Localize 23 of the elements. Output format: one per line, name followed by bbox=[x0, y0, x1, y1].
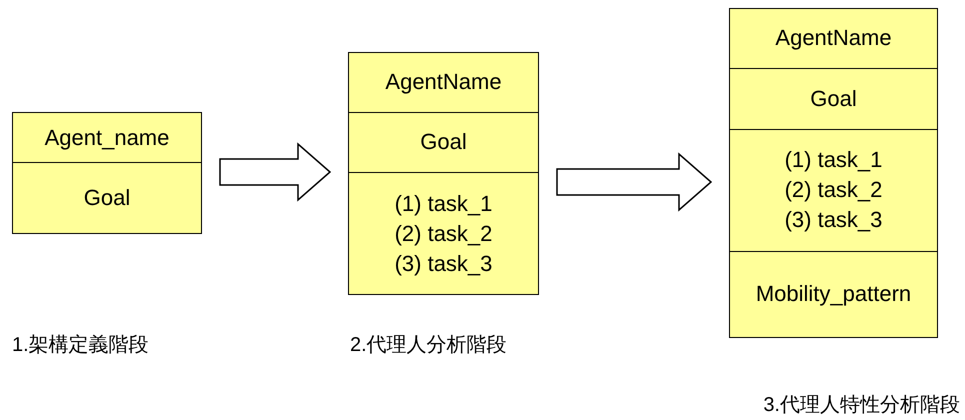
block-arrow bbox=[556, 152, 712, 212]
box-text: Goal bbox=[420, 128, 467, 156]
box-text: (3) task_3 bbox=[784, 206, 882, 234]
block-arrow bbox=[219, 142, 332, 202]
box-text: Agent_name bbox=[44, 124, 170, 152]
box-text: AgentName bbox=[385, 68, 502, 96]
box-text: (1) task_1 bbox=[784, 146, 882, 174]
stage-box bbox=[12, 112, 202, 234]
compartment-box bbox=[349, 112, 538, 174]
box-text: (2) task_2 bbox=[784, 176, 882, 204]
box-text: Goal bbox=[84, 184, 130, 212]
box-text: (3) task_3 bbox=[394, 250, 492, 278]
stage-caption: 2.代理人分析階段 bbox=[350, 334, 507, 356]
box-text: Mobility_pattern bbox=[756, 280, 912, 308]
stage-box bbox=[729, 8, 938, 338]
box-text: Goal bbox=[810, 84, 857, 113]
stage-caption: 1.架構定義階段 bbox=[12, 334, 149, 356]
compartment-box bbox=[730, 68, 937, 130]
box-text: (2) task_2 bbox=[394, 220, 492, 248]
box-text: AgentName bbox=[775, 24, 892, 52]
stage-caption: 3.代理人特性分析階段 bbox=[763, 394, 960, 416]
stage-box bbox=[348, 52, 539, 295]
box-text: (1) task_1 bbox=[394, 190, 492, 218]
